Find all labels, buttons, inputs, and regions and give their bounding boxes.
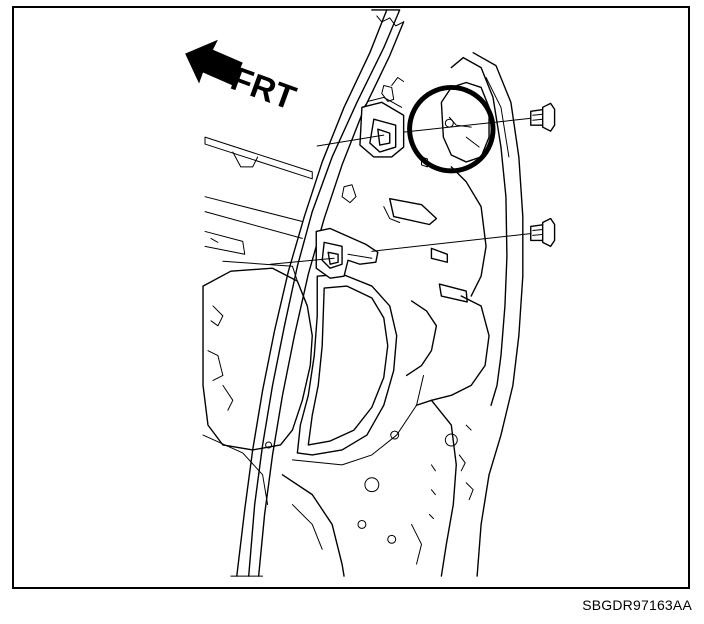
rear-door-structure [405,51,524,577]
window-opening [265,273,424,577]
figure-code: SBGDR97163AA [582,597,692,613]
leader-lines [270,116,542,265]
door-panel-illustration: FRT [185,9,556,577]
inner-panel-structure [202,136,313,506]
door-frame-pillar [230,9,405,577]
detail-circle-callout [407,84,496,174]
lower-trim-clip [315,184,379,279]
upper-trim-clip [359,77,405,158]
front-direction-label: FRT [226,60,301,118]
front-direction-arrow-icon [185,39,243,86]
middle-trim-clip [383,156,468,303]
lower-screw-icon [530,217,556,248]
figure-frame: FRT [12,6,690,589]
upper-screw-icon [530,102,556,132]
